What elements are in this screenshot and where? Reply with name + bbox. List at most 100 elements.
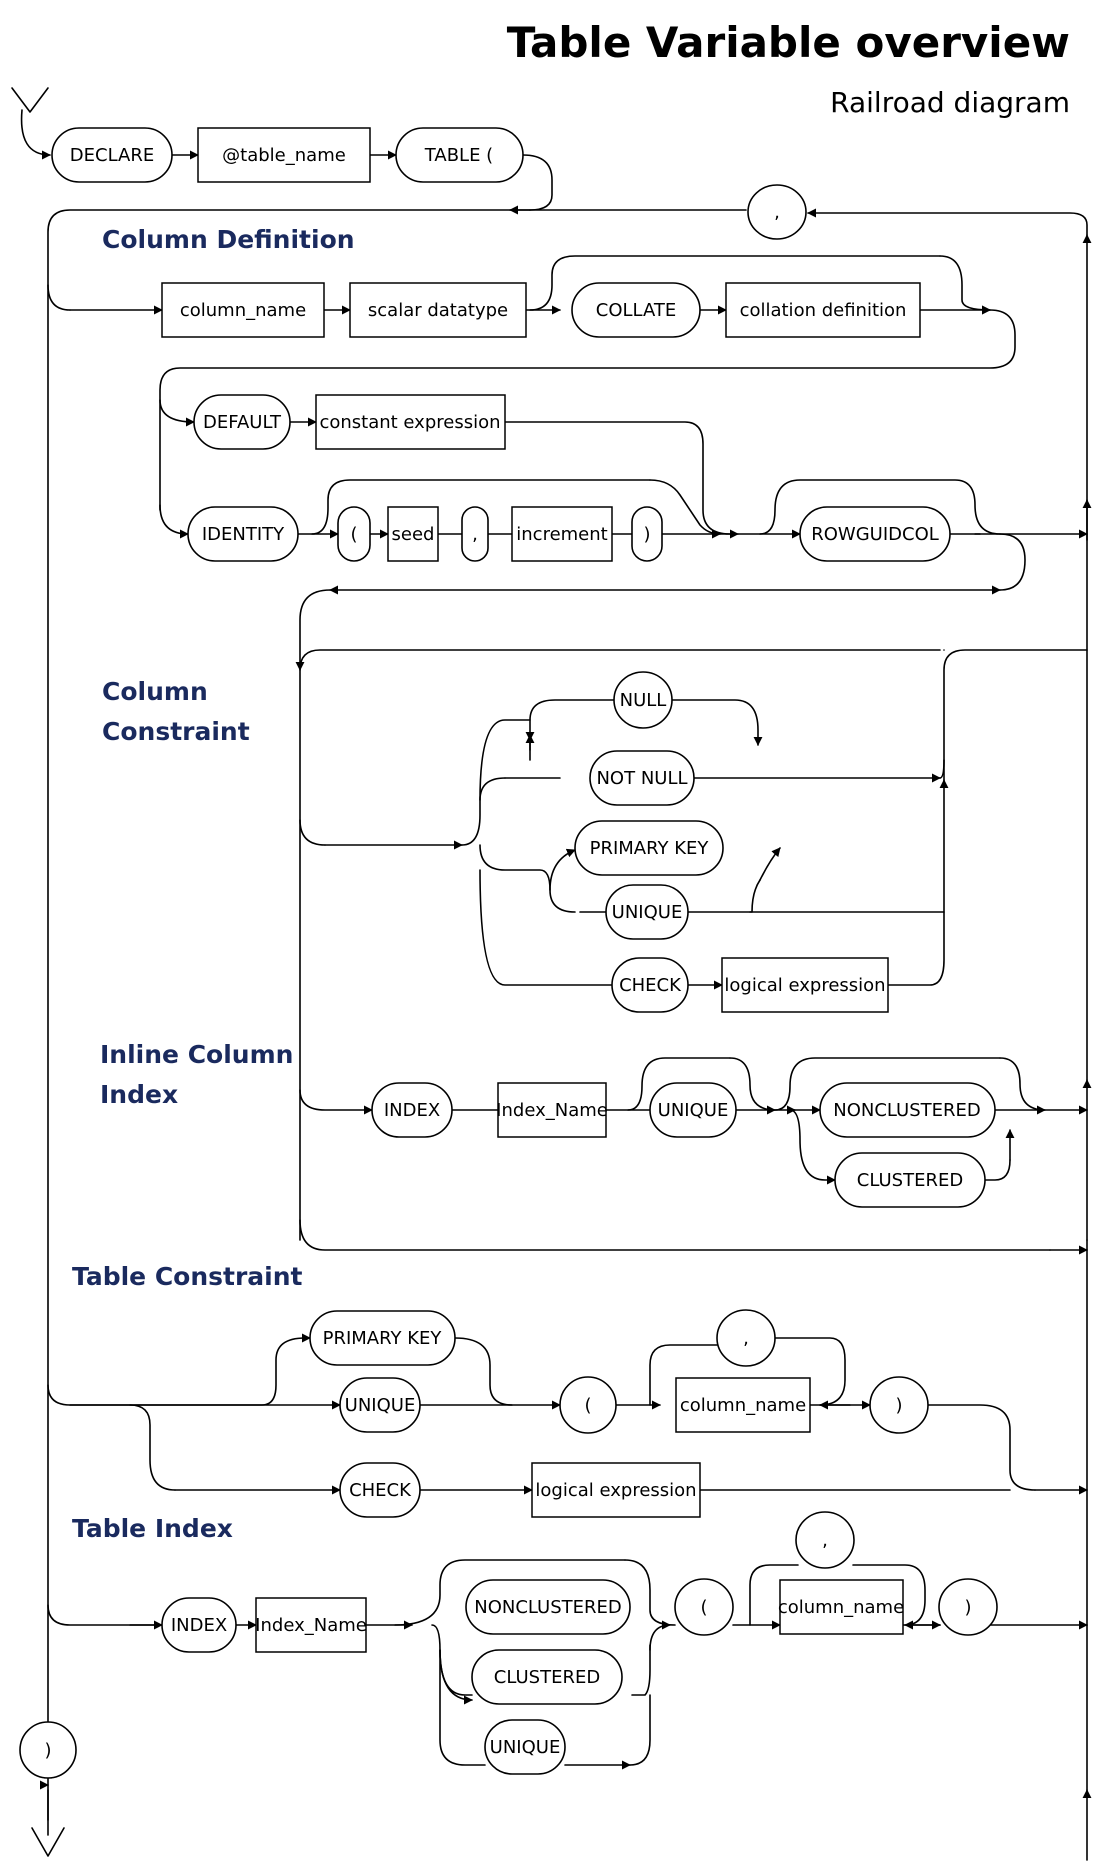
- table-name-label: @table_name: [222, 145, 346, 166]
- declare-keyword: [51, 127, 173, 183]
- check-keyword: [611, 957, 689, 1013]
- not-null-label: NOT NULL: [596, 768, 687, 789]
- inline-index-label: INDEX: [384, 1100, 440, 1121]
- identity-comma: [461, 506, 489, 562]
- not-null-keyword: [589, 750, 695, 806]
- section-inline-index-line1: Inline Column: [100, 1040, 293, 1069]
- collate-keyword: [571, 282, 701, 338]
- end-paren: [19, 1721, 77, 1779]
- null-label: NULL: [620, 690, 667, 711]
- tc-paren-open: [559, 1376, 617, 1434]
- connector-lines: [11, 87, 1092, 1861]
- tc-logical-expression-param: [531, 1462, 701, 1518]
- ti-column-name-label: column_name: [778, 1597, 904, 1618]
- identity-label: IDENTITY: [202, 524, 285, 545]
- table-open-keyword: [395, 127, 524, 183]
- inline-nonclustered-label: NONCLUSTERED: [833, 1100, 981, 1121]
- inline-index-keyword: [371, 1082, 453, 1138]
- tc-comma-label: ,: [743, 1328, 749, 1349]
- identity-paren-open: [337, 506, 371, 562]
- tc-paren-open-label: (: [584, 1395, 591, 1416]
- ti-paren-close: [938, 1578, 998, 1636]
- diagram-subtitle: Railroad diagram: [830, 86, 1070, 119]
- inline-clustered-keyword: [834, 1152, 986, 1208]
- table-name-param: [197, 127, 371, 183]
- primary-key-label: PRIMARY KEY: [590, 838, 710, 859]
- rowguidcol-label: ROWGUIDCOL: [811, 524, 939, 545]
- ti-comma-label: ,: [822, 1530, 828, 1551]
- constant-expression-param: [315, 394, 506, 450]
- ti-comma: [795, 1511, 855, 1569]
- ti-paren-close-label: ): [964, 1597, 971, 1618]
- identity-keyword: [187, 506, 299, 562]
- check-label: CHECK: [619, 975, 682, 996]
- increment-label: increment: [516, 524, 607, 545]
- default-label: DEFAULT: [203, 412, 282, 433]
- top-comma-separator: [747, 184, 807, 240]
- ti-clustered-keyword: [471, 1649, 623, 1705]
- logical-expression-label: logical expression: [724, 975, 885, 996]
- ti-nonclustered-keyword: [465, 1579, 631, 1635]
- end-paren-label: ): [44, 1740, 51, 1761]
- entry-line: [20, 109, 51, 160]
- null-keyword: [613, 671, 673, 729]
- ti-nonclustered-label: NONCLUSTERED: [474, 1597, 622, 1618]
- collation-definition-param: [725, 282, 921, 338]
- constant-expression-label: constant expression: [319, 412, 500, 433]
- logical-expression-param: [721, 957, 889, 1013]
- inline-unique-label: UNIQUE: [658, 1100, 729, 1121]
- tc-check-label: CHECK: [349, 1480, 412, 1501]
- tc-paren-close-label: ): [895, 1395, 902, 1416]
- inline-nonclustered-keyword: [819, 1082, 996, 1138]
- primary-key-keyword: [574, 820, 724, 876]
- tc-primary-key-keyword: [309, 1310, 456, 1366]
- seed-param: [387, 506, 439, 562]
- section-column-constraint-line2: Constraint: [102, 717, 250, 746]
- tc-comma: [716, 1309, 776, 1367]
- section-table-index: Table Index: [72, 1514, 233, 1543]
- start-arrow: [11, 87, 49, 113]
- tc-paren-close: [869, 1376, 929, 1434]
- inline-index-name-label: Index_Name: [496, 1100, 608, 1121]
- increment-param: [511, 506, 613, 562]
- tc-check-keyword: [339, 1462, 421, 1518]
- ti-index-name-label: Index_Name: [255, 1615, 367, 1636]
- scalar-datatype-param: [349, 282, 527, 338]
- rowguidcol-keyword: [799, 506, 951, 562]
- tc-column-name-param: [675, 1377, 811, 1433]
- ti-paren-open-label: (: [700, 1597, 707, 1618]
- tc-primary-key-label: PRIMARY KEY: [323, 1328, 443, 1349]
- ti-clustered-label: CLUSTERED: [494, 1667, 600, 1688]
- end-arrow: [31, 1827, 65, 1857]
- ti-paren-open: [674, 1578, 734, 1636]
- column-name-param: [161, 282, 325, 338]
- scalar-datatype-label: scalar datatype: [368, 300, 508, 321]
- ti-index-label: INDEX: [171, 1615, 227, 1636]
- identity-paren-close: [631, 506, 663, 562]
- unique-keyword: [605, 884, 689, 940]
- column-name-label: column_name: [180, 300, 306, 321]
- tc-column-name-label: column_name: [680, 1395, 806, 1416]
- section-column-definition: Column Definition: [102, 225, 355, 254]
- ti-index-name-param: [255, 1597, 367, 1653]
- ti-column-name-param: [779, 1579, 904, 1635]
- inline-unique-keyword: [649, 1082, 737, 1138]
- identity-paren-open-label: (: [350, 524, 357, 545]
- ti-unique-label: UNIQUE: [490, 1737, 561, 1758]
- section-column-constraint-line1: Column: [102, 677, 208, 706]
- default-keyword: [193, 394, 291, 450]
- declare-keyword-label: DECLARE: [70, 145, 154, 166]
- ti-unique-keyword: [484, 1719, 566, 1775]
- identity-paren-close-label: ): [643, 524, 650, 545]
- tc-logical-expression-label: logical expression: [535, 1480, 696, 1501]
- collate-label: COLLATE: [596, 300, 677, 321]
- top-comma-label: ,: [774, 202, 780, 223]
- tc-unique-keyword: [339, 1377, 421, 1433]
- unique-label: UNIQUE: [612, 902, 683, 923]
- section-table-constraint: Table Constraint: [72, 1262, 303, 1291]
- inline-clustered-label: CLUSTERED: [857, 1170, 963, 1191]
- collation-definition-label: collation definition: [740, 300, 907, 321]
- identity-comma-label: ,: [472, 524, 478, 545]
- table-open-label: TABLE (: [424, 145, 493, 166]
- diagram-title: Table Variable overview: [507, 18, 1070, 67]
